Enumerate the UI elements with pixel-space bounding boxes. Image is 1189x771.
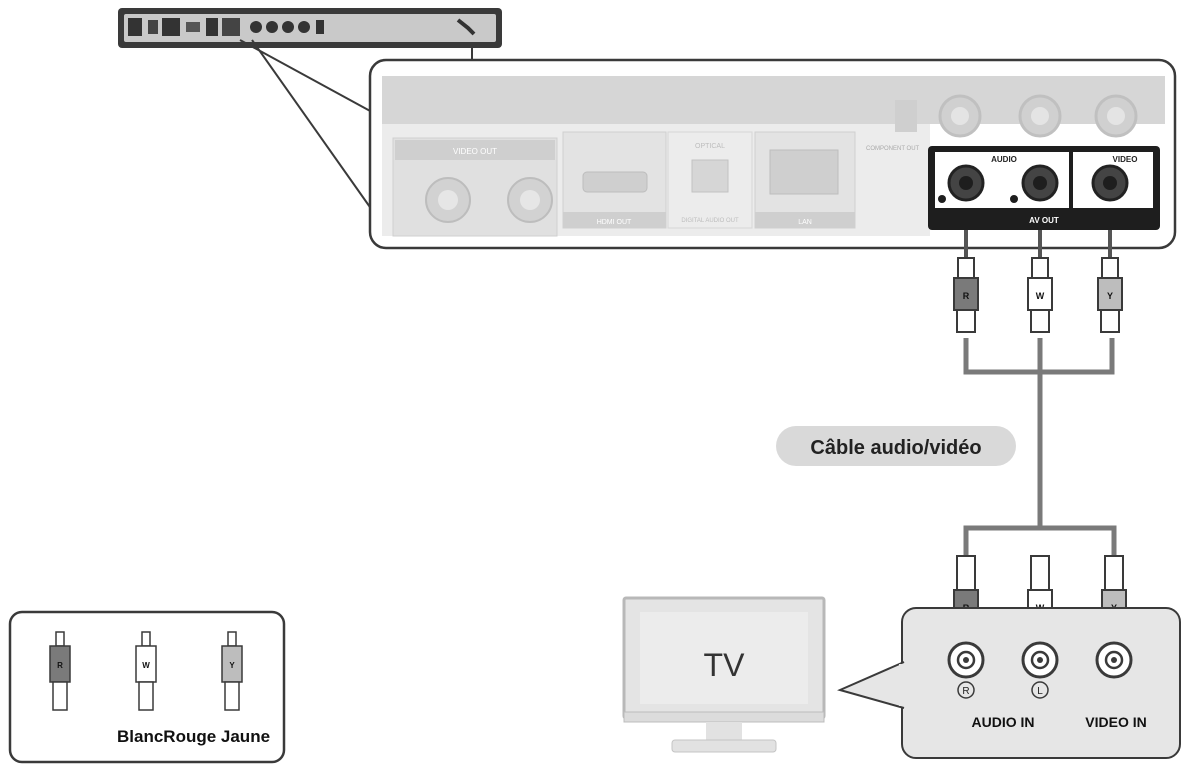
- legend-plug-y: Y: [221, 631, 243, 711]
- tv-set: TV: [622, 596, 826, 753]
- optical-block: OPTICAL DIGITAL AUDIO OUT: [667, 131, 753, 229]
- lan-block: LAN: [754, 131, 856, 229]
- audio-label: AUDIO: [991, 155, 1017, 164]
- video-out-block: VIDEO OUT: [392, 137, 558, 237]
- legend-plug-y-label: Y: [229, 661, 235, 670]
- plug-y-top-label: Y: [1107, 291, 1113, 301]
- cable-label-pill: Câble audio/vidéo: [776, 426, 1016, 466]
- player-side-plugs: R W Y: [953, 257, 1123, 333]
- legend-plug-r-label: R: [57, 661, 63, 670]
- cable-lines: [963, 230, 1117, 568]
- tv-audio-l-mark: L: [1037, 686, 1043, 697]
- tv-audio-r-jack: [947, 641, 985, 679]
- tv-audio-r-mark: R: [962, 686, 969, 697]
- audio-in-label: AUDIO IN: [972, 714, 1035, 730]
- legend-plug-w-label: W: [142, 661, 150, 670]
- video-label: VIDEO: [1113, 155, 1138, 164]
- legend-plug-r: R: [49, 631, 71, 711]
- player-unit: [118, 8, 502, 211]
- tv-label: TV: [704, 647, 746, 683]
- optical-label: OPTICAL: [695, 143, 725, 150]
- plug-r-top: R: [953, 257, 979, 333]
- av-out-block: AUDIO VIDEO AV OUT: [928, 146, 1160, 230]
- hdmi-out-label: HDMI OUT: [597, 219, 632, 226]
- video-in-label: VIDEO IN: [1085, 714, 1146, 730]
- back-panel: VIDEO OUT HDMI OUT OPTICAL DIGITAL AUDIO…: [368, 58, 1177, 250]
- plug-legend: R W Y BlancRouge Jaune: [8, 610, 286, 764]
- cable-label: Câble audio/vidéo: [810, 437, 981, 459]
- component-out-block: COMPONENT OUT: [866, 94, 1138, 152]
- av-out-label: AV OUT: [1029, 216, 1059, 225]
- plug-w-top: W: [1027, 257, 1053, 333]
- component-out-label: COMPONENT OUT: [866, 146, 920, 152]
- tv-input-panel: R L AUDIO IN VIDEO IN: [837, 607, 1181, 759]
- video-out-label: VIDEO OUT: [453, 147, 497, 156]
- tv-audio-l-jack: [1021, 641, 1059, 679]
- plug-y-top: Y: [1097, 257, 1123, 333]
- digital-audio-out-label: DIGITAL AUDIO OUT: [681, 218, 739, 224]
- lan-label: LAN: [798, 219, 812, 226]
- tv-video-jack: [1095, 641, 1133, 679]
- legend-plug-w: W: [135, 631, 157, 711]
- legend-caption: BlancRouge Jaune: [117, 727, 270, 746]
- plug-w-top-label: W: [1036, 291, 1045, 301]
- hdmi-out-block: HDMI OUT: [562, 131, 667, 229]
- plug-r-top-label: R: [963, 291, 970, 301]
